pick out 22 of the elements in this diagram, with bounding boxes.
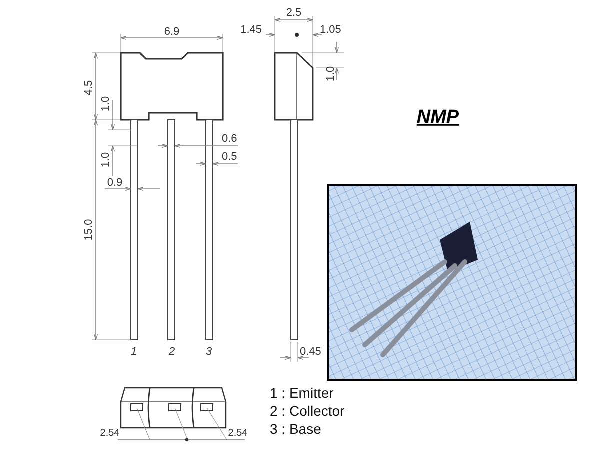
dimension-label: 2.5 xyxy=(286,7,302,19)
pin-legend: 2 : Collector xyxy=(270,403,345,419)
dimension-label: 0.9 xyxy=(107,177,123,189)
dimension-label: 1.0 xyxy=(100,96,112,112)
dimension-label: 2.54 xyxy=(100,428,120,439)
dimension-label: 15.0 xyxy=(83,219,95,241)
dimension-label: 6.9 xyxy=(164,26,180,38)
dimension-label: 0.45 xyxy=(300,346,322,358)
pin-number: 3 xyxy=(206,346,212,358)
pin-legend: 1 : Emitter xyxy=(270,385,334,401)
dimension-label: 1.0 xyxy=(100,152,112,168)
dimension-label: 1.45 xyxy=(240,24,262,36)
pin-number: 2 xyxy=(168,346,176,358)
pin-number: 1 xyxy=(130,346,138,358)
dimension-label: 1.05 xyxy=(320,24,342,36)
dimension-label: 0.5 xyxy=(222,151,238,163)
dimension-label: 0.6 xyxy=(222,133,238,145)
pin-legend: 3 : Base xyxy=(270,421,322,437)
package-name: NMP xyxy=(416,107,460,128)
dimension-label: 2.54 xyxy=(228,428,248,439)
dimension-label: 4.5 xyxy=(83,80,95,96)
dimension-label: 1.0 xyxy=(325,66,337,82)
